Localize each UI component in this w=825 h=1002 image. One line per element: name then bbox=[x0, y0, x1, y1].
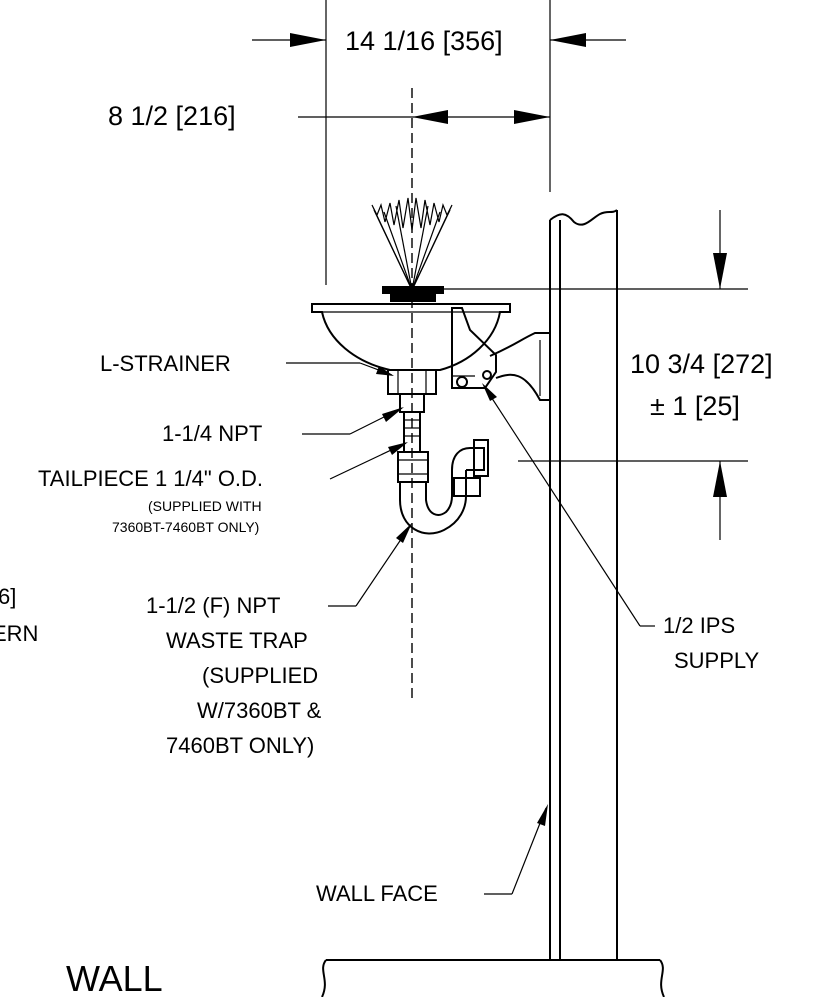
overall-width-dimension: 14 1/16 [356] bbox=[252, 0, 626, 285]
eyewash-bowl bbox=[311, 303, 511, 371]
arrow-icon bbox=[382, 407, 404, 422]
callout-wall-face: WALL FACE bbox=[316, 804, 548, 906]
npt-inlet-label: 1-1/4 NPT bbox=[162, 421, 262, 446]
spray-stream-line bbox=[411, 205, 429, 291]
center-offset-dimension: 8 1/2 [216] bbox=[108, 101, 550, 131]
spray-stream-line bbox=[383, 211, 413, 291]
cropped-text-1: 6] bbox=[0, 584, 16, 609]
waste-trap bbox=[397, 439, 489, 535]
spray-stream-line bbox=[411, 209, 451, 291]
trap-label-4: W/7360BT & bbox=[197, 698, 322, 723]
trap-label-2: WASTE TRAP bbox=[166, 628, 308, 653]
drain-assembly bbox=[387, 369, 437, 453]
bowl-outline bbox=[311, 303, 511, 371]
spray-stream-line bbox=[411, 211, 441, 291]
arrow-icon bbox=[376, 366, 394, 376]
spray-head-cap bbox=[382, 286, 444, 294]
overall-width-label: 14 1/16 [356] bbox=[345, 26, 503, 56]
height-label-line2: ± 1 [25] bbox=[650, 391, 740, 421]
center-offset-label: 8 1/2 [216] bbox=[108, 101, 236, 131]
leader-line bbox=[483, 385, 641, 627]
wall-face-label: WALL FACE bbox=[316, 881, 438, 906]
spray-pattern bbox=[371, 197, 453, 291]
callout-npt-inlet: 1-1/4 NPT bbox=[162, 407, 404, 446]
callout-waste-trap: 1-1/2 (F) NPT WASTE TRAP (SUPPLIED W/736… bbox=[146, 523, 412, 758]
arrow-left-icon bbox=[550, 33, 586, 47]
supply-label-1: 1/2 IPS bbox=[663, 613, 735, 638]
cropped-text-2: ERN bbox=[0, 621, 38, 646]
height-dimension: 10 3/4 [272] ± 1 [25] bbox=[518, 210, 773, 540]
trap-label-3: (SUPPLIED bbox=[202, 663, 318, 688]
wall-break-top bbox=[549, 209, 618, 226]
supply-valve bbox=[451, 307, 497, 389]
valve-fastener bbox=[456, 376, 468, 388]
valve-fastener bbox=[482, 370, 492, 380]
wall-label: WALL bbox=[66, 958, 163, 997]
l-strainer-label: L-STRAINER bbox=[100, 351, 231, 376]
spray-head-base bbox=[390, 294, 436, 302]
spray-stream-line bbox=[373, 209, 413, 291]
bracket-arm bbox=[489, 332, 551, 401]
tailpiece-note-2: 7360BT-7460BT ONLY) bbox=[112, 519, 259, 535]
valve-body bbox=[451, 307, 497, 389]
trap-bend-inner bbox=[425, 470, 453, 516]
trap-slip-nut bbox=[453, 477, 481, 497]
arrow-right-icon bbox=[514, 110, 550, 124]
tailpiece-label: TAILPIECE 1 1/4" O.D. bbox=[38, 466, 263, 491]
height-label-line1: 10 3/4 [272] bbox=[630, 349, 773, 379]
callout-l-strainer: L-STRAINER bbox=[100, 351, 394, 376]
trap-coupling bbox=[397, 451, 429, 483]
trap-outlet bbox=[451, 447, 485, 471]
trap-outlet-nut bbox=[473, 439, 489, 477]
arrow-down-icon bbox=[713, 253, 727, 289]
floor-break-right bbox=[659, 959, 665, 998]
wall-section bbox=[549, 209, 618, 960]
trap-label-1: 1-1/2 (F) NPT bbox=[146, 593, 280, 618]
arrow-up-icon bbox=[713, 461, 727, 497]
floor-section bbox=[321, 959, 665, 998]
spray-fan-outline bbox=[371, 197, 453, 291]
spray-head bbox=[382, 286, 748, 302]
arrow-icon bbox=[388, 442, 408, 455]
arrow-icon bbox=[396, 523, 412, 543]
callout-tailpiece: TAILPIECE 1 1/4" O.D. (SUPPLIED WITH 736… bbox=[38, 442, 408, 535]
callout-supply: 1/2 IPS SUPPLY bbox=[482, 383, 760, 673]
arrow-icon bbox=[482, 383, 497, 401]
wall-bracket bbox=[489, 332, 551, 401]
floor-break-left bbox=[321, 959, 327, 998]
arrow-right-icon bbox=[290, 33, 326, 47]
arrow-icon bbox=[537, 804, 548, 826]
arrow-left-icon bbox=[412, 110, 448, 124]
supply-label-2: SUPPLY bbox=[674, 648, 760, 673]
spray-stream-line bbox=[395, 205, 413, 291]
trap-label-5: 7460BT ONLY) bbox=[166, 733, 314, 758]
trap-bend-outer bbox=[399, 470, 467, 535]
tailpiece-note-1: (SUPPLIED WITH bbox=[148, 498, 262, 514]
